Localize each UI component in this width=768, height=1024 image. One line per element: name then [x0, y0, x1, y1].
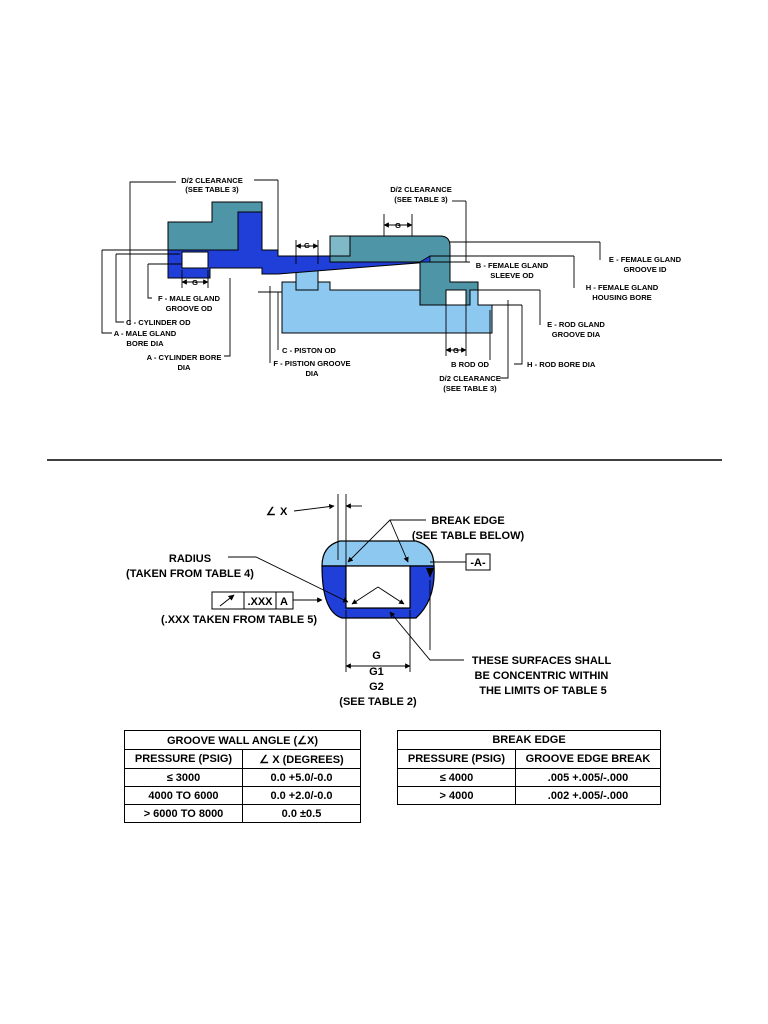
break-cell: ≤ 4000 — [397, 768, 516, 787]
label-c-piston-od: C - PISTON OD — [282, 346, 336, 355]
groove-cell: > 6000 TO 8000 — [124, 804, 243, 823]
leader-c-cyl-od — [115, 254, 124, 323]
inner-arrow-left — [351, 586, 379, 605]
break-edge-table: BREAK EDGE PRESSURE (PSIG) GROOVE EDGE B… — [397, 730, 661, 805]
groove-detail: ∠ X BREAK EDGE(SEE TABLE BELOW) RADIUS(T… — [126, 494, 614, 708]
leader-d2-bottom — [500, 300, 509, 379]
groove-cell: 0.0 +5.0/-0.0 — [242, 768, 361, 787]
groove-wall-angle-table: GROOVE WALL ANGLE (∠X) PRESSURE (PSIG) ∠… — [124, 730, 361, 823]
leader-break-edge-b — [389, 519, 409, 563]
groove-cell: 0.0 +2.0/-0.0 — [242, 786, 361, 805]
table-row: ≤ 3000 0.0 +5.0/-0.0 — [124, 768, 361, 787]
label-g-bottom: G — [453, 346, 459, 355]
label-datum: -A- — [470, 557, 486, 569]
inner-arrow-right — [377, 586, 405, 605]
rod-body — [418, 255, 431, 263]
break-table-header-edge: GROOVE EDGE BREAK — [515, 749, 661, 769]
seal-gland-cross-section: D/2 CLEARANCE(SEE TABLE 3) D/2 CLEARANCE… — [101, 176, 682, 393]
label-g-left: G — [192, 278, 198, 287]
label-d2-right: D/2 CLEARANCE(SEE TABLE 3) — [390, 185, 452, 204]
leader-angle-x — [293, 503, 335, 512]
label-xxx-note: (.XXX TAKEN FROM TABLE 5) — [161, 614, 317, 626]
female-gland-sleeve — [329, 235, 451, 263]
label-fcf-value: .XXX — [247, 596, 273, 608]
groove-land — [321, 540, 435, 567]
label-break-edge: BREAK EDGE(SEE TABLE BELOW) — [412, 515, 525, 542]
male-gland-groove — [181, 251, 209, 269]
table-row: 4000 TO 6000 0.0 +2.0/-0.0 — [124, 786, 361, 805]
break-cell: .002 +.005/-.000 — [515, 786, 661, 805]
leader-radius — [228, 556, 349, 603]
break-table-title: BREAK EDGE — [397, 730, 661, 750]
rod-gland-groove — [445, 289, 467, 306]
table-row: > 4000 .002 +.005/-.000 — [397, 786, 661, 805]
label-fcf-datum: A — [280, 596, 288, 608]
female-gland-cap — [329, 235, 351, 257]
angle-symbol: ∠ — [266, 506, 276, 518]
leader-a-cyl-bore — [224, 278, 231, 357]
leader-h-rod-v — [514, 305, 523, 365]
label-g-stack: G G1 G2 (SEE TABLE 2) — [339, 650, 417, 708]
label-radius: RADIUS(TAKEN FROM TABLE 4) — [126, 553, 254, 580]
groove-table-title: GROOVE WALL ANGLE (∠X) — [124, 730, 361, 750]
table-row: > 6000 TO 8000 0.0 ±0.5 — [124, 804, 361, 823]
groove-cell: ≤ 3000 — [124, 768, 243, 787]
groove-cell: 0.0 ±0.5 — [242, 804, 361, 823]
label-d2-bottom: D/2 CLEARANCE(SEE TABLE 3) — [439, 374, 501, 393]
groove-table-header-angle: ∠ X (DEGREES) — [242, 749, 361, 769]
datum-triangle — [426, 568, 434, 578]
break-cell: .005 +.005/-.000 — [515, 768, 661, 787]
leader-d2-left — [129, 181, 176, 325]
break-table-header-pressure: PRESSURE (PSIG) — [397, 749, 516, 769]
groove-table-header-pressure: PRESSURE (PSIG) — [124, 749, 243, 769]
label-h-rod-bore: H - ROD BORE DIA — [527, 360, 596, 369]
label-g-mid: G — [304, 241, 310, 250]
label-concentric-note: THESE SURFACES SHALL BE CONCENTRIC WITHI… — [472, 655, 614, 697]
leader-concentric — [389, 611, 464, 661]
leader-a-male-v — [101, 250, 112, 334]
label-c-cylinder-od: C - CYLINDER OD — [126, 318, 191, 327]
label-angle-x: X — [280, 506, 288, 518]
fcf-datum-cell — [275, 591, 294, 610]
fcf-runout-cell — [211, 591, 245, 610]
groove-cell: 4000 TO 6000 — [124, 786, 243, 805]
label-b-rod-od: B ROD OD — [451, 360, 489, 369]
runout-icon — [219, 594, 235, 607]
label-d2-left: D/2 CLEARANCE(SEE TABLE 3) — [181, 176, 243, 194]
break-cell: > 4000 — [397, 786, 516, 805]
groove-body — [321, 565, 435, 619]
table-row: ≤ 4000 .005 +.005/-.000 — [397, 768, 661, 787]
leader-f-male — [147, 264, 152, 299]
label-g-top: G — [395, 221, 401, 230]
